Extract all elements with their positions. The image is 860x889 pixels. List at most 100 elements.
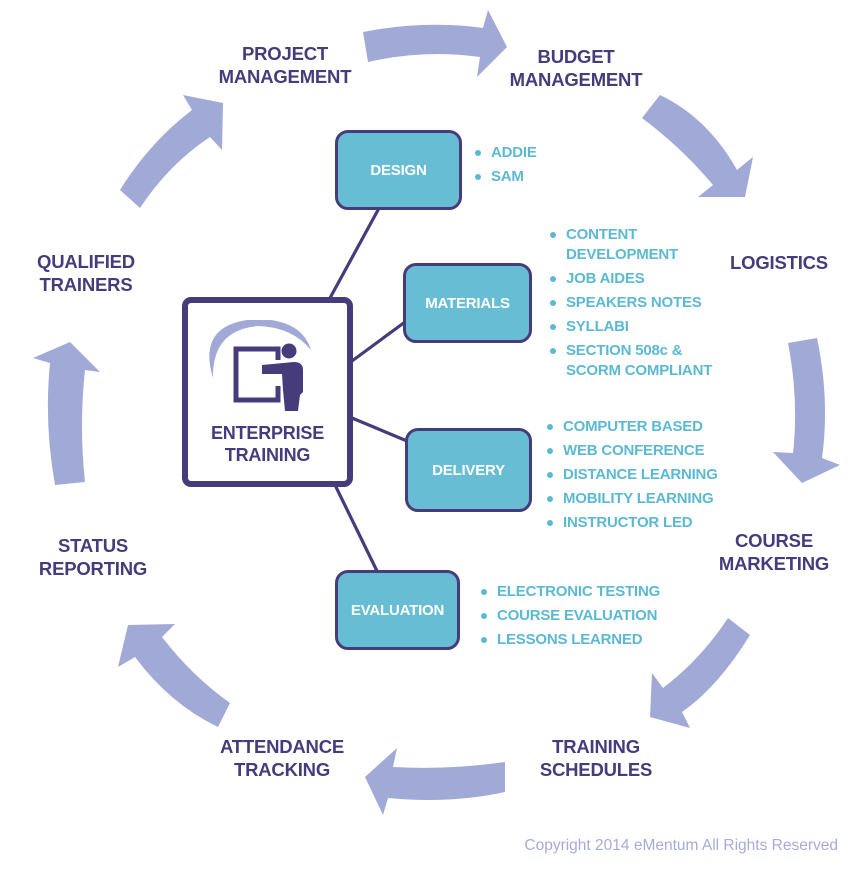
cycle-step-budget-management: BUDGET MANAGEMENT (476, 45, 676, 91)
list-item: LESSONS LEARNED (481, 630, 660, 650)
center-title: ENTERPRISE TRAINING (188, 422, 347, 466)
materials-items-list: CONTENT DEVELOPMENT JOB AIDES SPEAKERS NO… (550, 225, 712, 385)
list-item-text: SCORM COMPLIANT (566, 362, 713, 379)
list-item-text: SAM (491, 168, 524, 185)
bullet-icon (550, 324, 556, 330)
bullet-icon (550, 300, 556, 306)
cycle-step-line: QUALIFIED (37, 251, 135, 272)
center-box-enterprise-training: ENTERPRISE TRAINING (182, 297, 353, 487)
list-item-text: ELECTRONIC TESTING (497, 583, 661, 600)
component-label: EVALUATION (350, 601, 445, 619)
cycle-step-project-management: PROJECT MANAGEMENT (185, 42, 385, 88)
list-item: ELECTRONIC TESTING (481, 582, 660, 602)
cycle-step-line: TRAINERS (39, 274, 133, 295)
bullet-icon (481, 589, 487, 595)
connector-lines (328, 208, 409, 573)
component-label: DESIGN (370, 161, 427, 179)
cycle-step-status-reporting: STATUS REPORTING (0, 534, 193, 580)
cycle-step-attendance-tracking: ATTENDANCE TRACKING (182, 735, 382, 781)
cycle-step-line: TRAINING (552, 736, 640, 757)
whiteboard-icon (233, 346, 281, 403)
list-item-text: ADDIE (491, 144, 537, 161)
list-item: SPEAKERS NOTES (550, 293, 712, 313)
component-box-delivery: DELIVERY (405, 428, 532, 512)
copyright-notice: Copyright 2014 eMentum All Rights Reserv… (524, 837, 838, 854)
cycle-step-line: ATTENDANCE (219, 736, 345, 757)
list-item: CONTENT DEVELOPMENT (550, 225, 712, 265)
list-item: WEB CONFERENCE (547, 441, 718, 461)
list-item-text: WEB CONFERENCE (563, 442, 705, 459)
arrow-logistics-to-course-marketing-icon (773, 338, 840, 483)
list-item: ADDIE (475, 143, 537, 163)
delivery-items-list: COMPUTER BASED WEB CONFERENCE DISTANCE L… (547, 417, 718, 537)
list-item-text: LESSONS LEARNED (497, 631, 643, 648)
arrow-status-reporting-to-qualified-trainers-icon (33, 342, 100, 485)
arrow-training-schedules-to-attendance-icon (365, 748, 505, 815)
list-item-text: DEVELOPMENT (566, 246, 678, 263)
cycle-step-qualified-trainers: QUALIFIED TRAINERS (0, 250, 186, 296)
bullet-icon (481, 613, 487, 619)
cycle-step-course-marketing: COURSE MARKETING (674, 529, 860, 575)
bullet-icon (475, 174, 481, 180)
design-items-list: ADDIE SAM (475, 143, 537, 191)
component-box-evaluation: EVALUATION (335, 570, 460, 650)
bullet-icon (475, 150, 481, 156)
list-item: SECTION 508c & SCORM COMPLIANT (550, 341, 712, 381)
component-box-design: DESIGN (335, 130, 462, 210)
bullet-icon (547, 496, 553, 502)
cycle-step-line: BUDGET (537, 46, 615, 67)
cycle-arrows (33, 10, 840, 815)
center-title-line: TRAINING (224, 445, 311, 465)
cycle-step-line: REPORTING (38, 558, 148, 579)
list-item: COMPUTER BASED (547, 417, 718, 437)
list-item: COURSE EVALUATION (481, 606, 660, 626)
cycle-step-line: MANAGEMENT (509, 69, 643, 90)
bullet-icon (550, 276, 556, 282)
list-item: MOBILITY LEARNING (547, 489, 718, 509)
cycle-step-line: MANAGEMENT (218, 66, 352, 87)
cycle-step-logistics: LOGISTICS (679, 251, 860, 274)
arrow-attendance-to-status-reporting-icon (118, 624, 230, 727)
cycle-step-line: LOGISTICS (730, 252, 828, 273)
cycle-step-line: COURSE (735, 530, 813, 551)
presenter-head-icon (281, 343, 297, 359)
connector-line-materials (350, 320, 407, 363)
list-item-text: SECTION 508c & (566, 342, 683, 359)
list-item: DISTANCE LEARNING (547, 465, 718, 485)
bullet-icon (547, 424, 553, 430)
bullet-icon (547, 520, 553, 526)
connector-line-design (328, 208, 380, 300)
list-item-text: COMPUTER BASED (563, 418, 703, 435)
cycle-step-line: TRACKING (233, 759, 331, 780)
list-item: SYLLABI (550, 317, 712, 337)
cycle-step-line: SCHEDULES (539, 759, 653, 780)
list-item-text: MOBILITY LEARNING (563, 490, 714, 507)
list-item-text: JOB AIDES (566, 270, 645, 287)
list-item: INSTRUCTOR LED (547, 513, 718, 533)
list-item-text: COURSE EVALUATION (497, 607, 658, 624)
list-item-text: SPEAKERS NOTES (566, 294, 702, 311)
list-item: JOB AIDES (550, 269, 712, 289)
list-item-text: SYLLABI (566, 318, 629, 335)
bullet-icon (550, 232, 556, 238)
presenter-whiteboard-icon (209, 320, 311, 411)
bullet-icon (547, 472, 553, 478)
component-label: DELIVERY (432, 461, 505, 479)
list-item: SAM (475, 167, 537, 187)
evaluation-items-list: ELECTRONIC TESTING COURSE EVALUATION LES… (481, 582, 660, 654)
component-label: MATERIALS (425, 294, 510, 312)
bullet-icon (550, 348, 556, 354)
connector-line-evaluation (334, 485, 379, 573)
bullet-icon (481, 637, 487, 643)
arrow-budget-to-logistics-icon (642, 95, 753, 197)
arrow-project-to-budget-icon (363, 10, 507, 77)
cycle-step-training-schedules: TRAINING SCHEDULES (496, 735, 696, 781)
list-item-text: CONTENT (566, 226, 638, 243)
bullet-icon (547, 448, 553, 454)
cycle-step-line: PROJECT (242, 43, 328, 64)
list-item-text: INSTRUCTOR LED (563, 514, 693, 531)
list-item-text: DISTANCE LEARNING (563, 466, 718, 483)
cycle-step-line: MARKETING (718, 553, 830, 574)
